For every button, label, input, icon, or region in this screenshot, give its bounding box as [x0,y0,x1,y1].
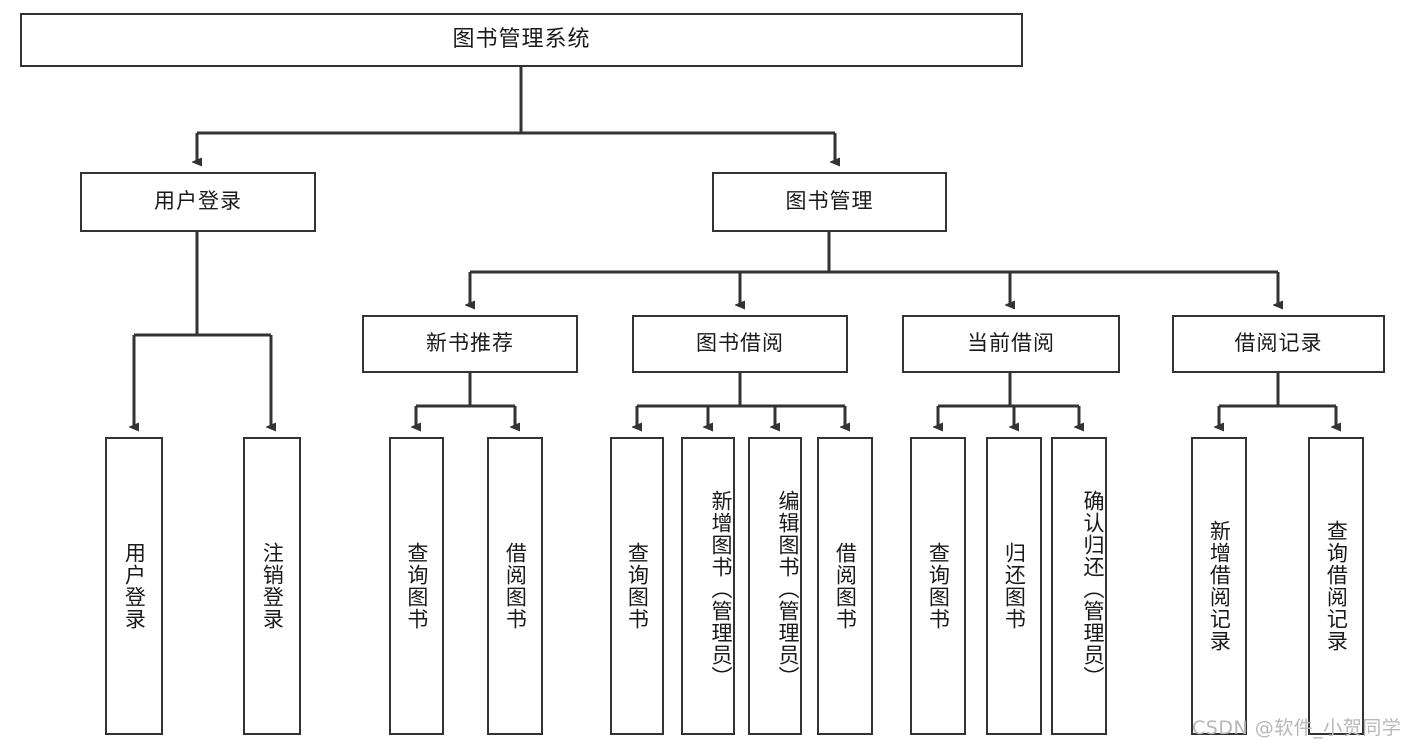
node-leaf-query-book-borrow[interactable]: 查询图书 [610,437,664,735]
node-leaf-query-borrow-record[interactable]: 查询借阅记录 [1308,437,1364,735]
node-user-login[interactable]: 用户登录 [80,172,316,232]
node-leaf-query-book-current[interactable]: 查询图书 [910,437,966,735]
node-root-system[interactable]: 图书管理系统 [20,13,1023,67]
node-new-book-recommend[interactable]: 新书推荐 [362,315,578,373]
node-book-borrow[interactable]: 图书借阅 [632,315,848,373]
node-leaf-query-book-recommend[interactable]: 查询图书 [389,437,444,735]
node-leaf-confirm-return-admin[interactable]: 确认归还（管理员） [1051,437,1107,735]
node-leaf-user-login[interactable]: 用户登录 [105,437,163,735]
node-leaf-add-borrow-record[interactable]: 新增借阅记录 [1191,437,1247,735]
node-leaf-borrow-book-recommend[interactable]: 借阅图书 [487,437,543,735]
node-borrow-record[interactable]: 借阅记录 [1172,315,1385,373]
node-leaf-add-book-admin[interactable]: 新增图书（管理员） [681,437,735,735]
node-leaf-edit-book-admin[interactable]: 编辑图书（管理员） [748,437,802,735]
node-leaf-logout[interactable]: 注销登录 [243,437,301,735]
csdn-watermark: CSDN @软件_小贺同学 [1192,717,1402,739]
node-leaf-return-book[interactable]: 归还图书 [986,437,1042,735]
node-current-borrow[interactable]: 当前借阅 [902,315,1120,373]
node-book-manage[interactable]: 图书管理 [712,172,947,232]
node-leaf-borrow-book[interactable]: 借阅图书 [817,437,873,735]
